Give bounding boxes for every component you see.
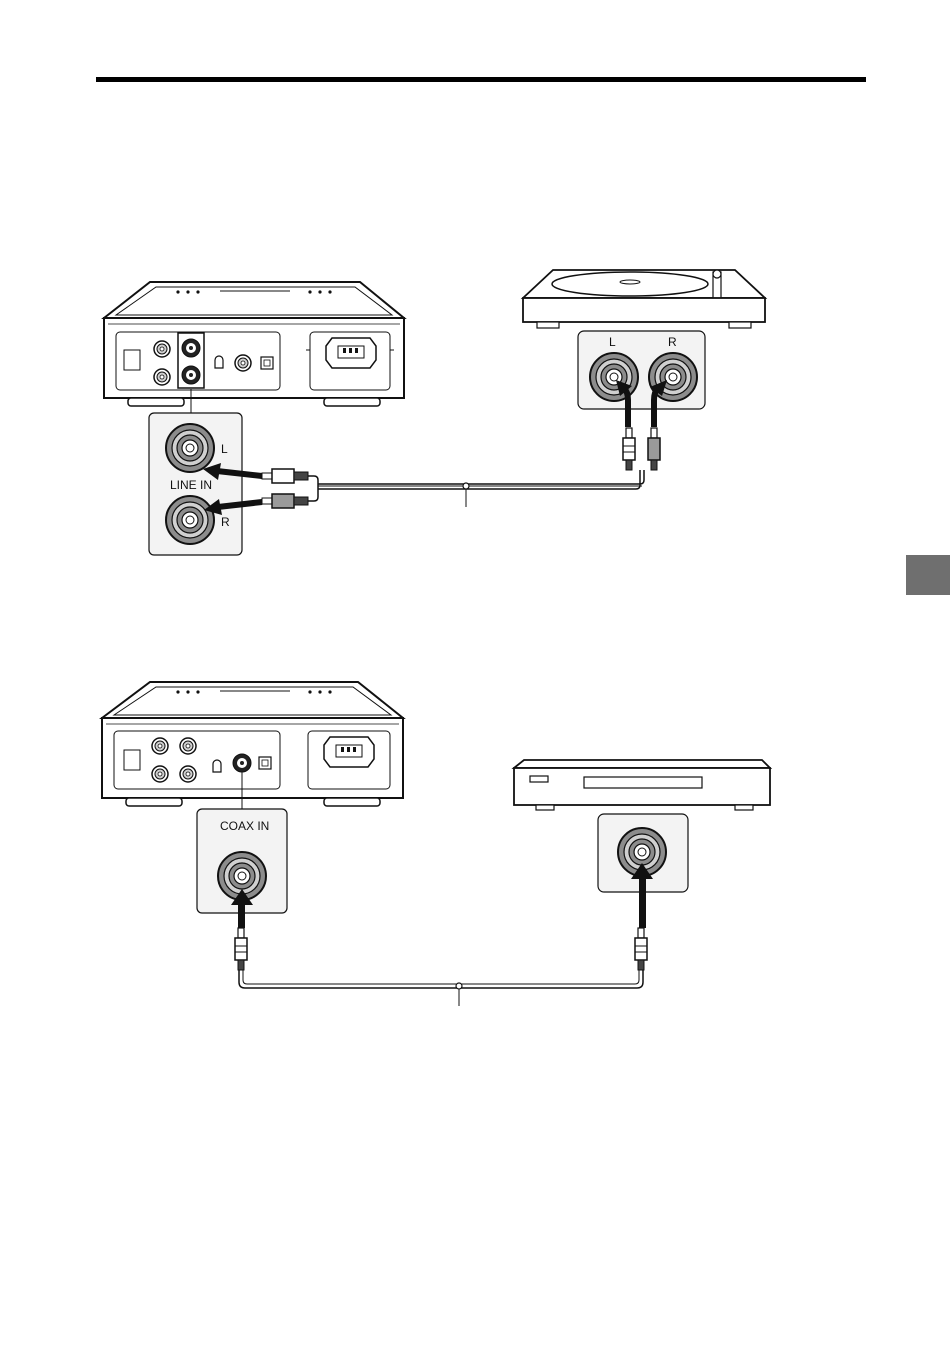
line-in-l-jack [166,424,214,472]
turntable-r-label: R [668,335,677,349]
side-tab [906,555,950,595]
amplifier-rear-panel-2 [102,682,403,806]
turntable [523,270,765,328]
turntable-l-jack [590,353,638,401]
turntable-output-panel: L R [578,331,705,409]
turntable-plug-r [648,428,660,470]
cd-player [514,760,770,810]
turntable-l-label: L [609,335,616,349]
rca-plug-white [262,469,308,483]
coax-cable-callout-dot [456,983,462,989]
coax-plug-right [635,928,647,970]
line-in-r-jack [166,496,214,544]
coaxial-digital-cable [239,970,643,988]
turntable-plug-l [623,428,635,470]
coax-in-label: COAX IN [220,819,269,833]
line-in-label: LINE IN [170,478,212,492]
line-in-l-label: L [221,442,228,456]
line-in-r-label: R [221,515,230,529]
header-rule [96,77,866,82]
diagram-coax-in: COAX IN [102,682,770,1006]
arrow-to-cd-player [639,874,646,928]
amplifier-rear-panel [104,282,404,406]
coax-plug-left [235,928,247,970]
line-in-callout: L R LINE IN [149,413,242,555]
cable-callout-dot [463,483,469,489]
diagram-line-in: L R LINE IN [104,270,765,555]
rca-plug-red [262,494,308,508]
